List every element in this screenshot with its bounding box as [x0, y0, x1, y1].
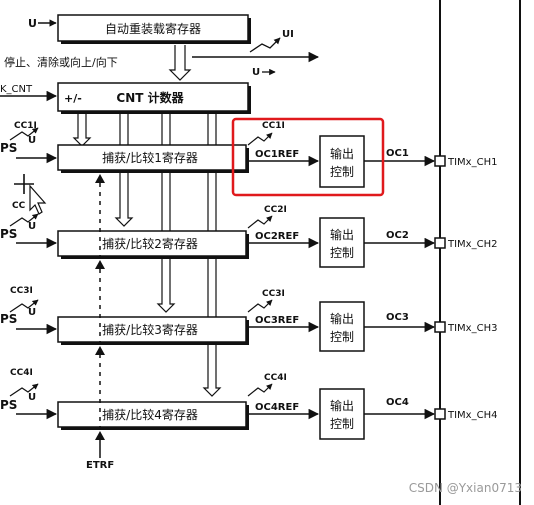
- cc-left-partial: CC: [12, 201, 26, 211]
- output-control-2-line2: 控制: [330, 246, 354, 260]
- cc4i-right: CC4I: [264, 373, 287, 383]
- oc4-label: OC4: [386, 397, 409, 408]
- output-channels: 输出 控制 OC1REF CC1I OC1 输出 控制 OC2REF CC2I …: [247, 121, 436, 440]
- timx-ch4-label: TIMx_CH4: [447, 410, 497, 421]
- pin-ch2: [434, 237, 446, 249]
- ccr4-block: [57, 401, 247, 428]
- cc4i-left: CC4I: [10, 368, 33, 378]
- timx-ch3-label: TIMx_CH3: [447, 323, 497, 334]
- u-ccr3: U: [28, 307, 36, 318]
- cc1i-left: CC1I: [14, 121, 37, 131]
- oc1-label: OC1: [386, 148, 409, 159]
- output-control-4: [319, 388, 365, 440]
- cc1i-right: CC1I: [262, 121, 285, 131]
- oc1ref-label: OC1REF: [255, 149, 299, 160]
- output-control-1-line1: 输出: [330, 146, 354, 161]
- cnt-input-label: K_CNT: [0, 84, 33, 95]
- oc4ref-label: OC4REF: [255, 402, 299, 413]
- ccr-stack: 捕获/比较1寄存器 捕获/比较2寄存器 捕获/比较3寄存器 捕获/比较4寄存器: [57, 144, 249, 430]
- output-control-4-line2: 控制: [330, 417, 354, 431]
- oc2ref-label: OC2REF: [255, 231, 299, 242]
- output-control-3: [319, 301, 365, 352]
- output-control-1: [319, 135, 365, 188]
- oc3-label: OC3: [386, 312, 409, 323]
- pin-ch3: [434, 321, 446, 333]
- oc2-label: OC2: [386, 230, 409, 241]
- pin-ch1: [434, 155, 446, 167]
- auto-reload-label: 自动重装载寄存器: [105, 21, 201, 36]
- etrf-label: ETRF: [86, 460, 114, 471]
- ps-label-3: PS: [0, 312, 17, 326]
- cursor-icon: [14, 174, 47, 215]
- cc2i-right: CC2I: [264, 205, 287, 215]
- u-label-2: U: [252, 67, 260, 78]
- timx-ch2-label: TIMx_CH2: [447, 239, 497, 250]
- oc3ref-label: OC3REF: [255, 315, 299, 326]
- pin-ch4: [434, 408, 446, 420]
- u-label-1: U: [28, 17, 37, 30]
- ps-label-2: PS: [0, 227, 17, 241]
- ccr1-label: 捕获/比较1寄存器: [102, 150, 198, 165]
- output-control-2: [319, 217, 365, 268]
- ccr2-label: 捕获/比较2寄存器: [102, 236, 198, 251]
- output-control-3-line1: 输出: [330, 311, 354, 326]
- watermark: CSDN @Yxian0713: [408, 481, 522, 495]
- output-control-1-line2: 控制: [330, 165, 354, 179]
- cc3i-right: CC3I: [262, 289, 285, 299]
- highlight-box: [231, 117, 385, 197]
- ccr4-label: 捕获/比较4寄存器: [102, 407, 198, 422]
- ccr3-label: 捕获/比较3寄存器: [102, 322, 198, 337]
- output-control-4-line1: 输出: [330, 398, 354, 413]
- ccr3-block: [57, 316, 247, 343]
- output-control-3-line2: 控制: [330, 330, 354, 344]
- u-ccr4: U: [28, 392, 36, 403]
- u-ccr2: U: [28, 221, 36, 232]
- stop-clear-label: 停止、清除或向上/向下: [4, 55, 118, 69]
- ps-label-4: PS: [0, 398, 17, 412]
- counter-label: CNT 计数器: [116, 90, 184, 105]
- cc3i-left: CC3I: [10, 286, 33, 296]
- ps-label-1: PS: [0, 141, 17, 155]
- ui-label: UI: [282, 29, 294, 40]
- timx-ch1-label: TIMx_CH1: [447, 157, 497, 168]
- output-control-2-line1: 输出: [330, 227, 354, 242]
- counter-prefix: +/-: [64, 92, 82, 105]
- u-ccr1: U: [28, 135, 36, 146]
